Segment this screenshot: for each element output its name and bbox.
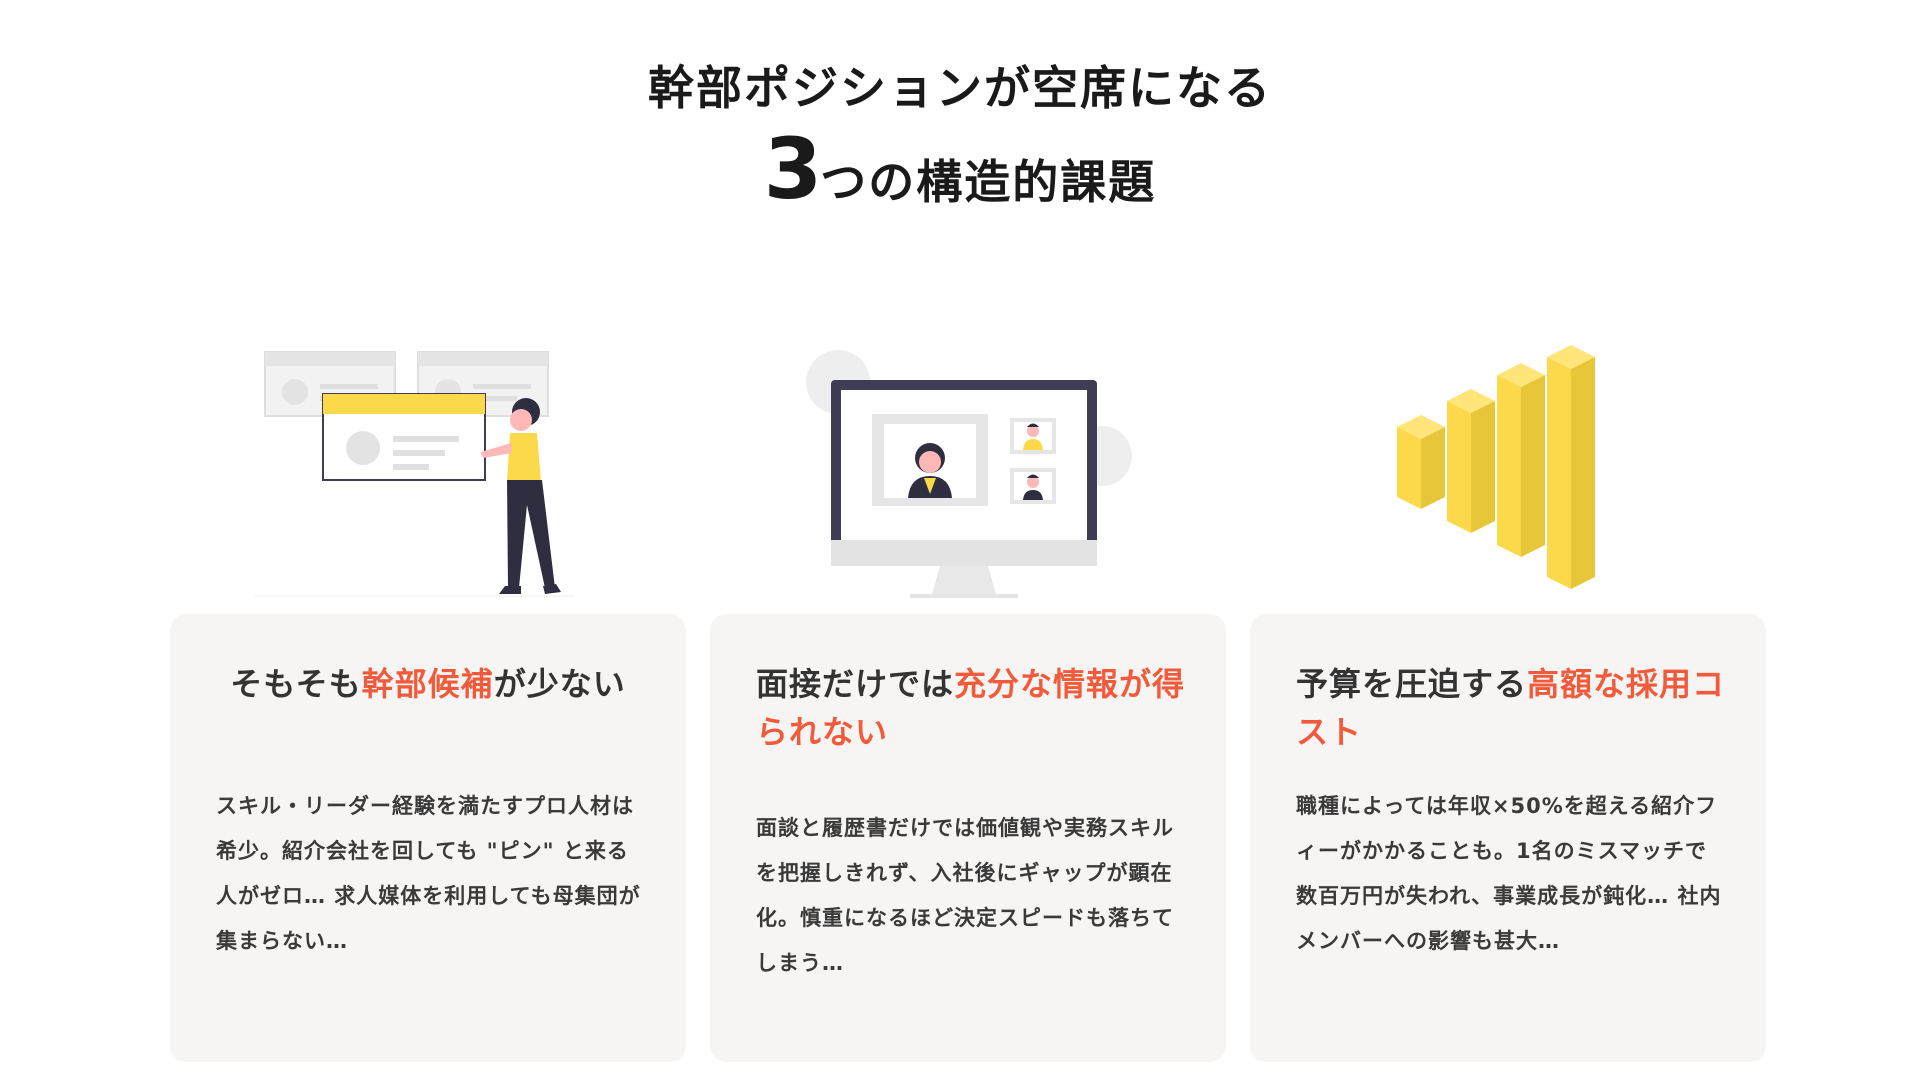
card-title-highlight: 充分な情報が得られない (756, 665, 1186, 751)
heading-line2-text: つの構造的課題 (820, 155, 1157, 209)
card-title-prefix: そもそも (230, 665, 362, 703)
card-body: 職種によっては年収×50%を超える紹介フィーがかかることも。1名のミスマッチで数… (1296, 794, 1722, 953)
problem-card-hiring-cost: 予算を圧迫する高額な採用コスト 職種によっては年収×50%を超える紹介フィーがか… (1250, 614, 1766, 1062)
heading-line2: 3つの構造的課題 (0, 120, 1920, 218)
card-body: スキル・リーダー経験を満たすプロ人材は希少。紹介会社を回しても "ピン" と来る… (216, 794, 641, 953)
card-title: 予算を圧迫する高額な採用コスト (1296, 660, 1730, 756)
woman-presenting-cards-illustration (255, 340, 575, 600)
card-title: 面接だけでは充分な情報が得られない (756, 660, 1190, 756)
heading-line1: 幹部ポジションが空席になる (648, 61, 1272, 115)
card-title-prefix: 予算を圧迫する (1296, 665, 1528, 703)
rising-bar-blocks-illustration (1395, 345, 1635, 595)
card-title-highlight: 幹部候補 (361, 665, 494, 703)
card-title: そもそも幹部候補が少ない (200, 660, 656, 708)
heading-number: 3 (763, 120, 822, 218)
card-title-highlight: 高額な採用コスト (1296, 665, 1726, 751)
problem-card-interview-info: 面接だけでは充分な情報が得られない 面談と履歴書だけでは価値観や実務スキルを把握… (710, 614, 1226, 1062)
video-interview-monitor-illustration (800, 350, 1140, 600)
problem-card-candidate-shortage: そもそも幹部候補が少ない スキル・リーダー経験を満たすプロ人材は希少。紹介会社を… (170, 614, 686, 1062)
card-title-suffix: が少ない (493, 665, 626, 703)
card-title-prefix: 面接だけでは (756, 665, 955, 703)
card-body: 面談と履歴書だけでは価値観や実務スキルを把握しきれず、入社後にギャップが顕在化。… (756, 816, 1174, 975)
